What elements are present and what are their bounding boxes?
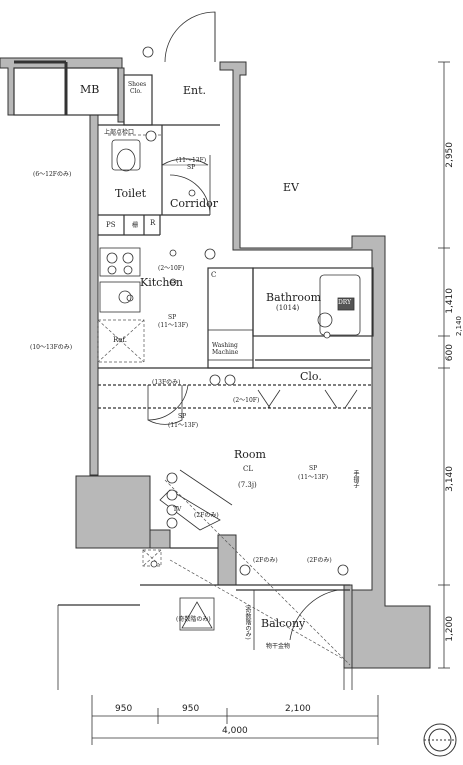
label-washing2: Machine [212, 349, 239, 356]
wall-ent-right [219, 61, 431, 669]
dim-right-3: 600 [445, 344, 455, 362]
stove [99, 247, 141, 277]
label-clo: Clo. [300, 370, 322, 383]
washing-machine [207, 329, 254, 361]
label-sp-2: SP [168, 314, 177, 321]
dim-right-1: 2,950 [445, 142, 455, 168]
dim-bottom-3: 2,100 [285, 704, 311, 714]
note-odd-floor-v: (奇数階のみ) [244, 605, 251, 640]
label-toilet: Toilet [115, 187, 147, 200]
entry-door-swing [164, 11, 216, 63]
dim-right-4: 3,140 [445, 466, 455, 492]
label-c-mark: C [211, 271, 217, 279]
label-room-size: (7.3j) [238, 481, 257, 489]
dim-bottom-2: 950 [182, 704, 200, 714]
note-2-10f-b: (2～10F) [233, 397, 260, 404]
wall-bottom-left [75, 475, 151, 549]
room-door-swing [147, 384, 189, 421]
dim-bottom-1: 950 [115, 704, 133, 714]
note-11-13f-b: (11～13F) [158, 322, 189, 329]
note-11-13f-a: (11～13F) [176, 157, 207, 164]
note-2f-c: (2Fのみ) [307, 557, 332, 564]
label-bathroom-size: (1014) [276, 304, 300, 312]
wall-balcony-right [343, 584, 353, 669]
dim-right-2: 1,410 [445, 288, 455, 314]
wall-window-right [217, 534, 237, 586]
label-ent: Ent. [183, 84, 207, 97]
wall-mb-right [117, 67, 125, 123]
note-6-12f: (6～12Fのみ) [33, 171, 72, 178]
label-drying-rod: 物干金物 [266, 643, 291, 650]
toilet-door-swing [161, 158, 209, 166]
note-10-13f: (10～13Fのみ) [30, 344, 73, 351]
note-11-13f-d: (11～13F) [298, 474, 329, 481]
label-room: Room [234, 448, 266, 461]
note-2-10f-a: (2～10F) [158, 265, 185, 272]
label-mb: MB [80, 83, 100, 96]
label-cl: CL [243, 465, 254, 473]
compass-icon [423, 723, 457, 757]
label-tv: TV [173, 506, 182, 513]
toilet-fixture [111, 139, 141, 171]
label-ref: Ref. [113, 336, 127, 344]
label-r-mark: R [150, 219, 156, 227]
corridor-door-swing [169, 155, 211, 216]
note-hatch: 上部点检口 [104, 129, 135, 136]
dim-right-5: 1,200 [445, 616, 455, 642]
wall-window-left [149, 529, 171, 549]
label-sp-3: SP [178, 413, 187, 420]
bathtub [319, 274, 361, 336]
label-ev: EV [283, 181, 299, 194]
wall-left-vertical [89, 114, 99, 476]
label-bathroom: Bathroom [266, 291, 322, 304]
closet-door-1 [257, 389, 358, 409]
note-2f-b: (2Fのみ) [253, 557, 278, 564]
label-washing1: Washing [212, 342, 238, 349]
wall-top [0, 57, 123, 116]
balcony-door [159, 489, 221, 531]
label-ps: PS [106, 221, 116, 229]
label-sp-1: SP [187, 164, 196, 171]
label-kitchen: Kitchen [140, 276, 183, 289]
note-13f: (13Fのみ) [152, 379, 181, 386]
note-2f-a: (2Fのみ) [194, 512, 219, 519]
dim-right-clip: 2,140 [455, 316, 463, 337]
dim-total: 4,000 [222, 726, 248, 736]
balcony-swing-right [253, 589, 339, 650]
sink [99, 281, 141, 313]
label-dry: DRY [338, 299, 352, 306]
label-sp-4: SP [309, 465, 318, 472]
label-kanji-box: 栅 [132, 222, 139, 229]
label-shoes-clo: Clo. [130, 88, 142, 95]
label-balcony: Balcony [261, 617, 306, 630]
label-shoes: Shoes [128, 81, 147, 88]
note-11-13f-c: (11～13F) [168, 422, 199, 429]
note-handrail: 手摺子 [352, 470, 359, 488]
note-odd-floor: (奇数階のみ) [176, 616, 211, 623]
label-corridor: Corridor [170, 197, 218, 210]
